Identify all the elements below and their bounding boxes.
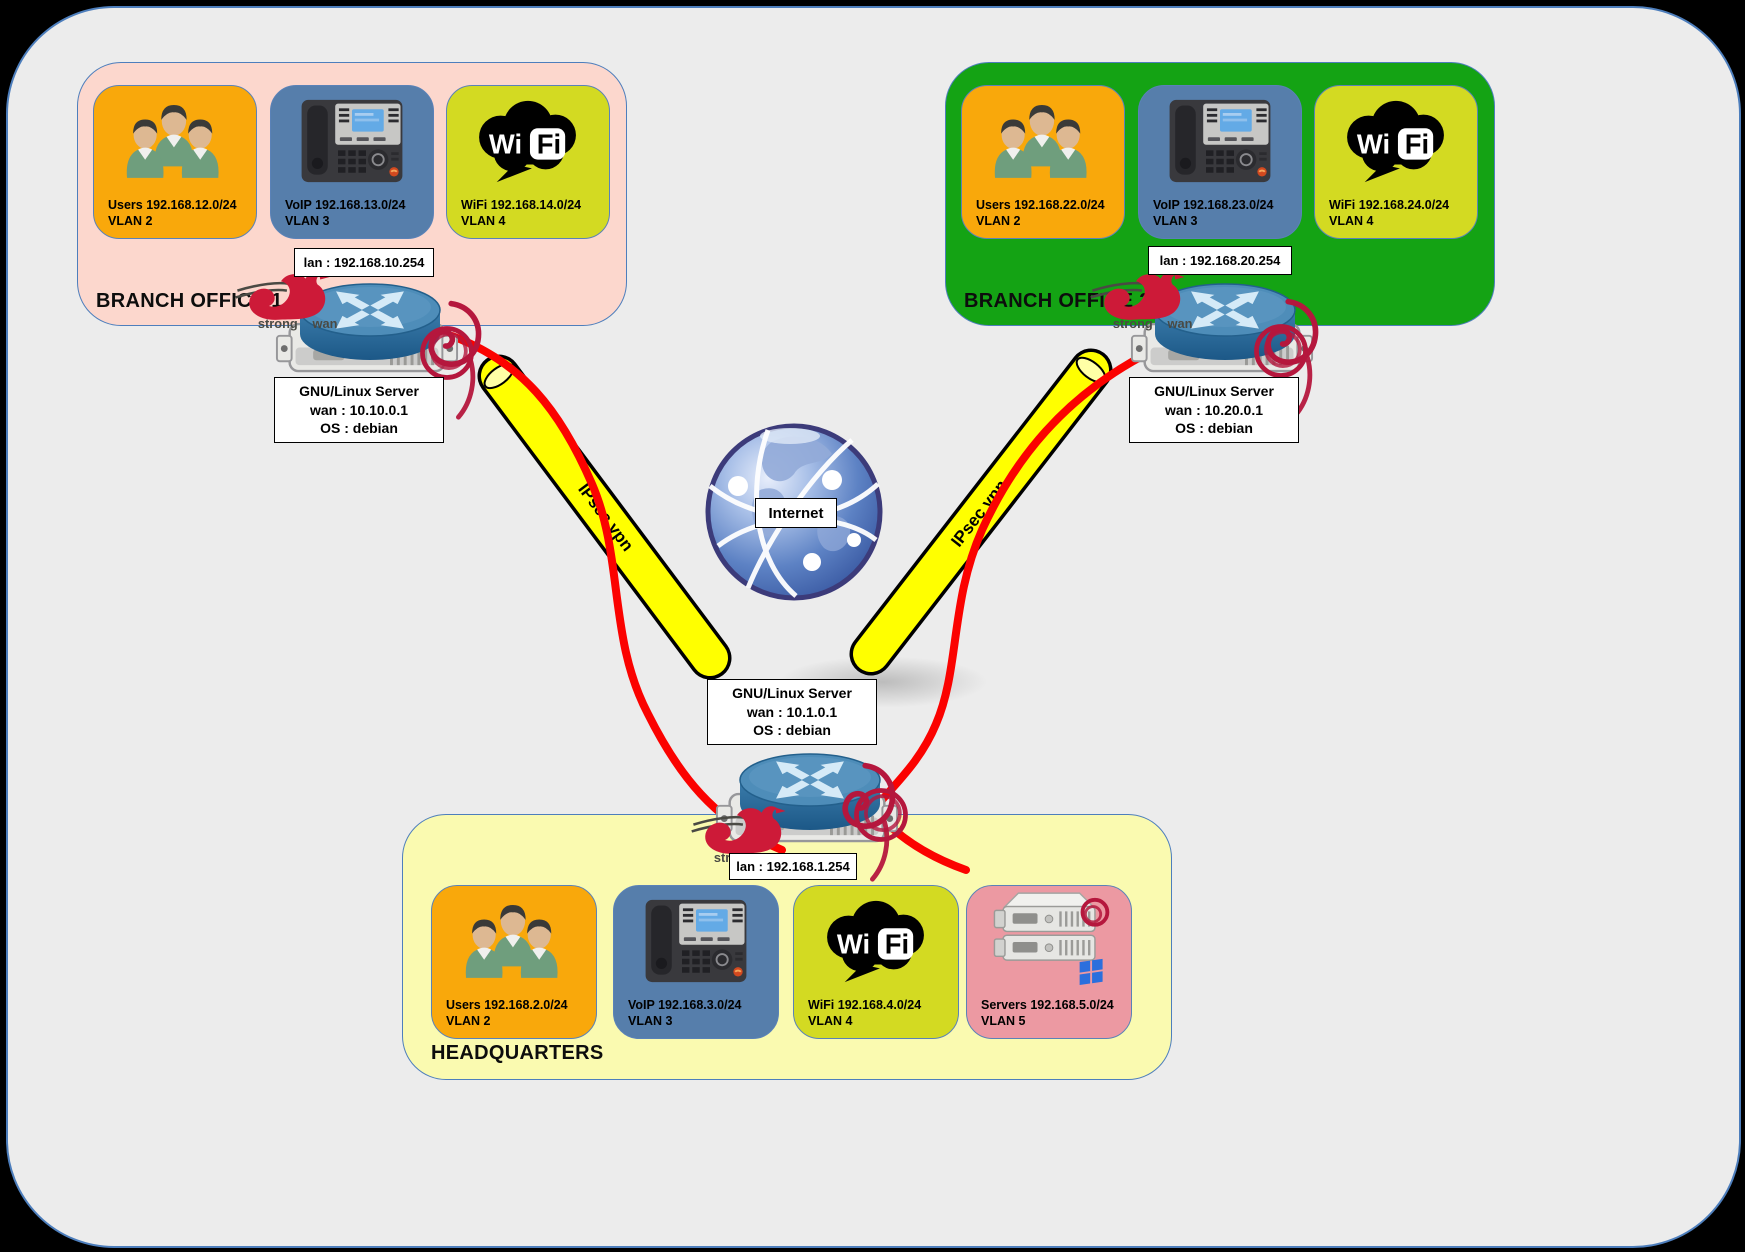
server-os: OS : debian	[753, 722, 831, 739]
segment-wifi: WiFi 192.168.14.0/24 VLAN 4	[446, 85, 610, 239]
segment-net-label: Servers 192.168.5.0/24	[981, 997, 1114, 1012]
branch-office-2-title: BRANCH OFFICE 2	[964, 290, 1151, 312]
branch-office-1-title: BRANCH OFFICE 1	[96, 290, 283, 312]
segment-vlan-label: VLAN 4	[461, 213, 506, 228]
vpn-overlay: IPsec vpn IPsec vpn	[448, 332, 1154, 874]
segment-vlan-label: VLAN 4	[1329, 213, 1374, 228]
server-wan: wan : 10.1.0.1	[746, 703, 838, 720]
segment-wifi: WiFi 192.168.24.0/24 VLAN 4	[1314, 85, 1478, 239]
segment-net-label: Users 192.168.12.0/24	[108, 197, 237, 212]
segment-voip: VoIP 192.168.3.0/24 VLAN 3	[613, 885, 779, 1039]
segment-vlan-label: VLAN 2	[976, 213, 1021, 228]
server-os: OS : debian	[320, 420, 398, 437]
vpn-red-line-left	[448, 332, 786, 854]
branch2-lan-label: lan : 192.168.20.254	[1148, 246, 1292, 275]
strongswan-swan-icon	[234, 271, 339, 332]
segment-users: Users 192.168.12.0/24 VLAN 2	[93, 85, 257, 239]
hand-drawn-circle-icon	[848, 782, 914, 848]
branch2-server-label: GNU/Linux Server wan : 10.20.0.1 OS : de…	[1129, 377, 1299, 443]
segment-wifi: WiFi 192.168.4.0/24 VLAN 4	[793, 885, 959, 1039]
segment-net-label: VoIP 192.168.13.0/24	[285, 197, 406, 212]
server-name: GNU/Linux Server	[299, 382, 419, 399]
segment-users: Users 192.168.22.0/24 VLAN 2	[961, 85, 1125, 239]
segment-vlan-label: VLAN 5	[981, 1013, 1026, 1028]
branch1-lan-label: lan : 192.168.10.254	[294, 248, 434, 277]
segment-net-label: WiFi 192.168.4.0/24	[808, 997, 922, 1012]
segment-net-label: WiFi 192.168.24.0/24	[1329, 197, 1450, 212]
server-wan: wan : 10.20.0.1	[1164, 401, 1264, 418]
branch1-server-label: GNU/Linux Server wan : 10.10.0.1 OS : de…	[274, 377, 444, 443]
hq-lan-label: lan : 192.168.1.254	[729, 853, 857, 880]
segment-voip: VoIP 192.168.13.0/24 VLAN 3	[270, 85, 434, 239]
branch-office-2-panel: Users 192.168.22.0/24 VLAN 2 VoIP 192.16…	[945, 62, 1495, 326]
network-diagram-board: Users 192.168.12.0/24 VLAN 2 VoIP 192.16…	[6, 6, 1741, 1248]
segment-servers: Servers 192.168.5.0/24 VLAN 5	[966, 885, 1132, 1039]
segment-net-label: Users 192.168.2.0/24	[446, 997, 568, 1012]
segment-vlan-label: VLAN 3	[285, 213, 330, 228]
segment-vlan-label: VLAN 2	[108, 213, 153, 228]
segment-net-label: Users 192.168.22.0/24	[976, 197, 1105, 212]
strongswan-swan-icon	[1089, 271, 1194, 332]
internet-label: Internet	[755, 498, 837, 528]
hand-drawn-circle-icon	[1248, 318, 1314, 384]
server-os: OS : debian	[1175, 420, 1253, 437]
segment-net-label: VoIP 192.168.23.0/24	[1153, 197, 1274, 212]
segment-net-label: VoIP 192.168.3.0/24	[628, 997, 742, 1012]
segment-net-label: WiFi 192.168.14.0/24	[461, 197, 582, 212]
server-wan: wan : 10.10.0.1	[309, 401, 409, 418]
segment-vlan-label: VLAN 2	[446, 1013, 491, 1028]
segment-users: Users 192.168.2.0/24 VLAN 2	[431, 885, 597, 1039]
hq-server-label: GNU/Linux Server wan : 10.1.0.1 OS : deb…	[707, 679, 877, 745]
segment-vlan-label: VLAN 4	[808, 1013, 853, 1028]
segment-vlan-label: VLAN 3	[1153, 213, 1198, 228]
segment-voip: VoIP 192.168.23.0/24 VLAN 3	[1138, 85, 1302, 239]
segment-vlan-label: VLAN 3	[628, 1013, 673, 1028]
branch-office-1-panel: Users 192.168.12.0/24 VLAN 2 VoIP 192.16…	[77, 62, 627, 326]
server-name: GNU/Linux Server	[732, 684, 852, 701]
server-name: GNU/Linux Server	[1154, 382, 1274, 399]
headquarters-title: HEADQUARTERS	[431, 1042, 604, 1064]
